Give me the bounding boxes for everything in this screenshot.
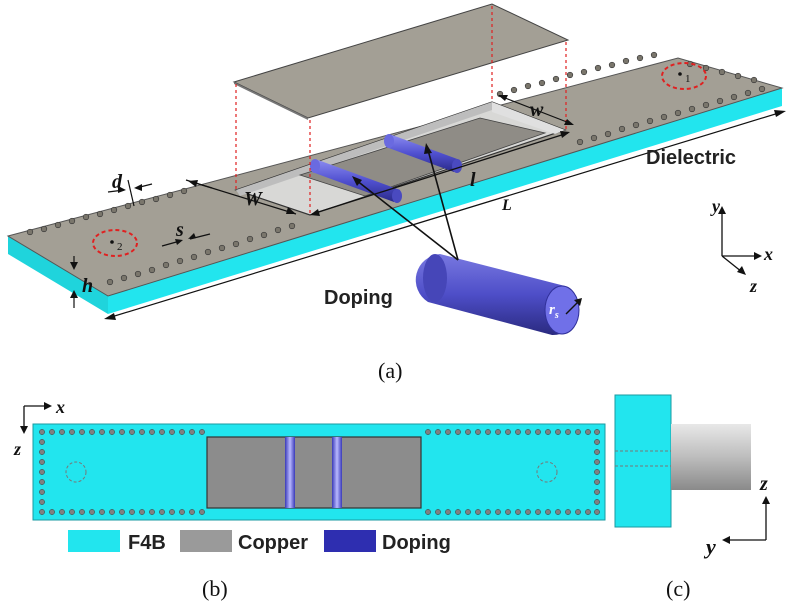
axis-a-x: x	[763, 244, 773, 264]
doping-rod-top-1	[285, 437, 295, 508]
port-2-ring	[92, 229, 138, 257]
projection-lines	[235, 6, 567, 215]
dim-l-line	[311, 132, 569, 215]
caption-a: (a)	[378, 358, 402, 383]
axis-a-y: y	[710, 196, 721, 216]
dim-h-label: h	[82, 275, 93, 297]
cavity-right-wall	[492, 102, 565, 134]
substrate-long-side	[108, 88, 782, 314]
doping-rod-enlarged	[415, 254, 580, 336]
legend: F4B Copper Doping	[68, 530, 451, 554]
dim-L-line	[107, 111, 783, 319]
dim-W-label: W	[244, 188, 263, 210]
cover-plate-front	[234, 82, 308, 120]
legend-label-copper: Copper	[238, 532, 308, 554]
axis-c-z: z	[759, 473, 768, 495]
dim-s-label: s	[175, 219, 184, 241]
via-rows-top-view	[39, 429, 600, 515]
legend-label-doping: Doping	[382, 532, 451, 554]
dim-w-line	[499, 95, 573, 125]
legend-swatch-copper	[180, 530, 232, 552]
port-1-top-view	[536, 461, 558, 483]
axis-b-z: z	[13, 439, 21, 459]
port-1-dot	[678, 72, 682, 76]
axis-b-x: x	[55, 397, 65, 417]
dim-l-label: l	[470, 169, 476, 191]
panel-b: x z F4B Copper Doping (b)	[13, 397, 606, 601]
port-2-dot	[110, 240, 114, 244]
caption-b: (b)	[202, 576, 228, 601]
legend-swatch-doping	[324, 530, 376, 552]
panel-a: 2 1	[6, 3, 786, 383]
waveguide-side-cylinder	[671, 424, 751, 490]
port-1-ring	[661, 62, 707, 90]
axis-triad-c	[726, 500, 767, 541]
port-1-label: 1	[685, 73, 691, 85]
axis-triad-a	[721, 210, 758, 273]
port-2-top-view	[65, 461, 87, 483]
substrate-front-face	[8, 236, 108, 314]
cavity-top-view	[206, 436, 422, 509]
doping-pointer-arrows	[355, 149, 459, 261]
panel-c: z y (c)	[614, 394, 770, 601]
via-row-right	[496, 51, 766, 146]
dim-rs-label: rs	[549, 302, 559, 321]
caption-c: (c)	[666, 576, 690, 601]
cover-plate	[232, 3, 570, 119]
dim-d-label: d	[112, 171, 123, 193]
axis-a-z: z	[749, 276, 757, 296]
label-doping: Doping	[324, 287, 393, 309]
legend-label-f4b: F4B	[128, 532, 166, 554]
doping-rod-top-2	[332, 437, 342, 508]
port-2-label: 2	[117, 241, 123, 253]
label-dielectric: Dielectric	[646, 147, 736, 169]
dim-w-label: w	[530, 99, 544, 121]
cavity-inner-wall	[236, 102, 492, 196]
axis-c-y: y	[703, 534, 716, 559]
substrate-side-view	[614, 394, 672, 528]
dim-L-label: L	[501, 197, 512, 214]
via-row-left	[26, 187, 296, 286]
doping-rod-end-face	[544, 285, 580, 335]
legend-swatch-f4b	[68, 530, 120, 552]
